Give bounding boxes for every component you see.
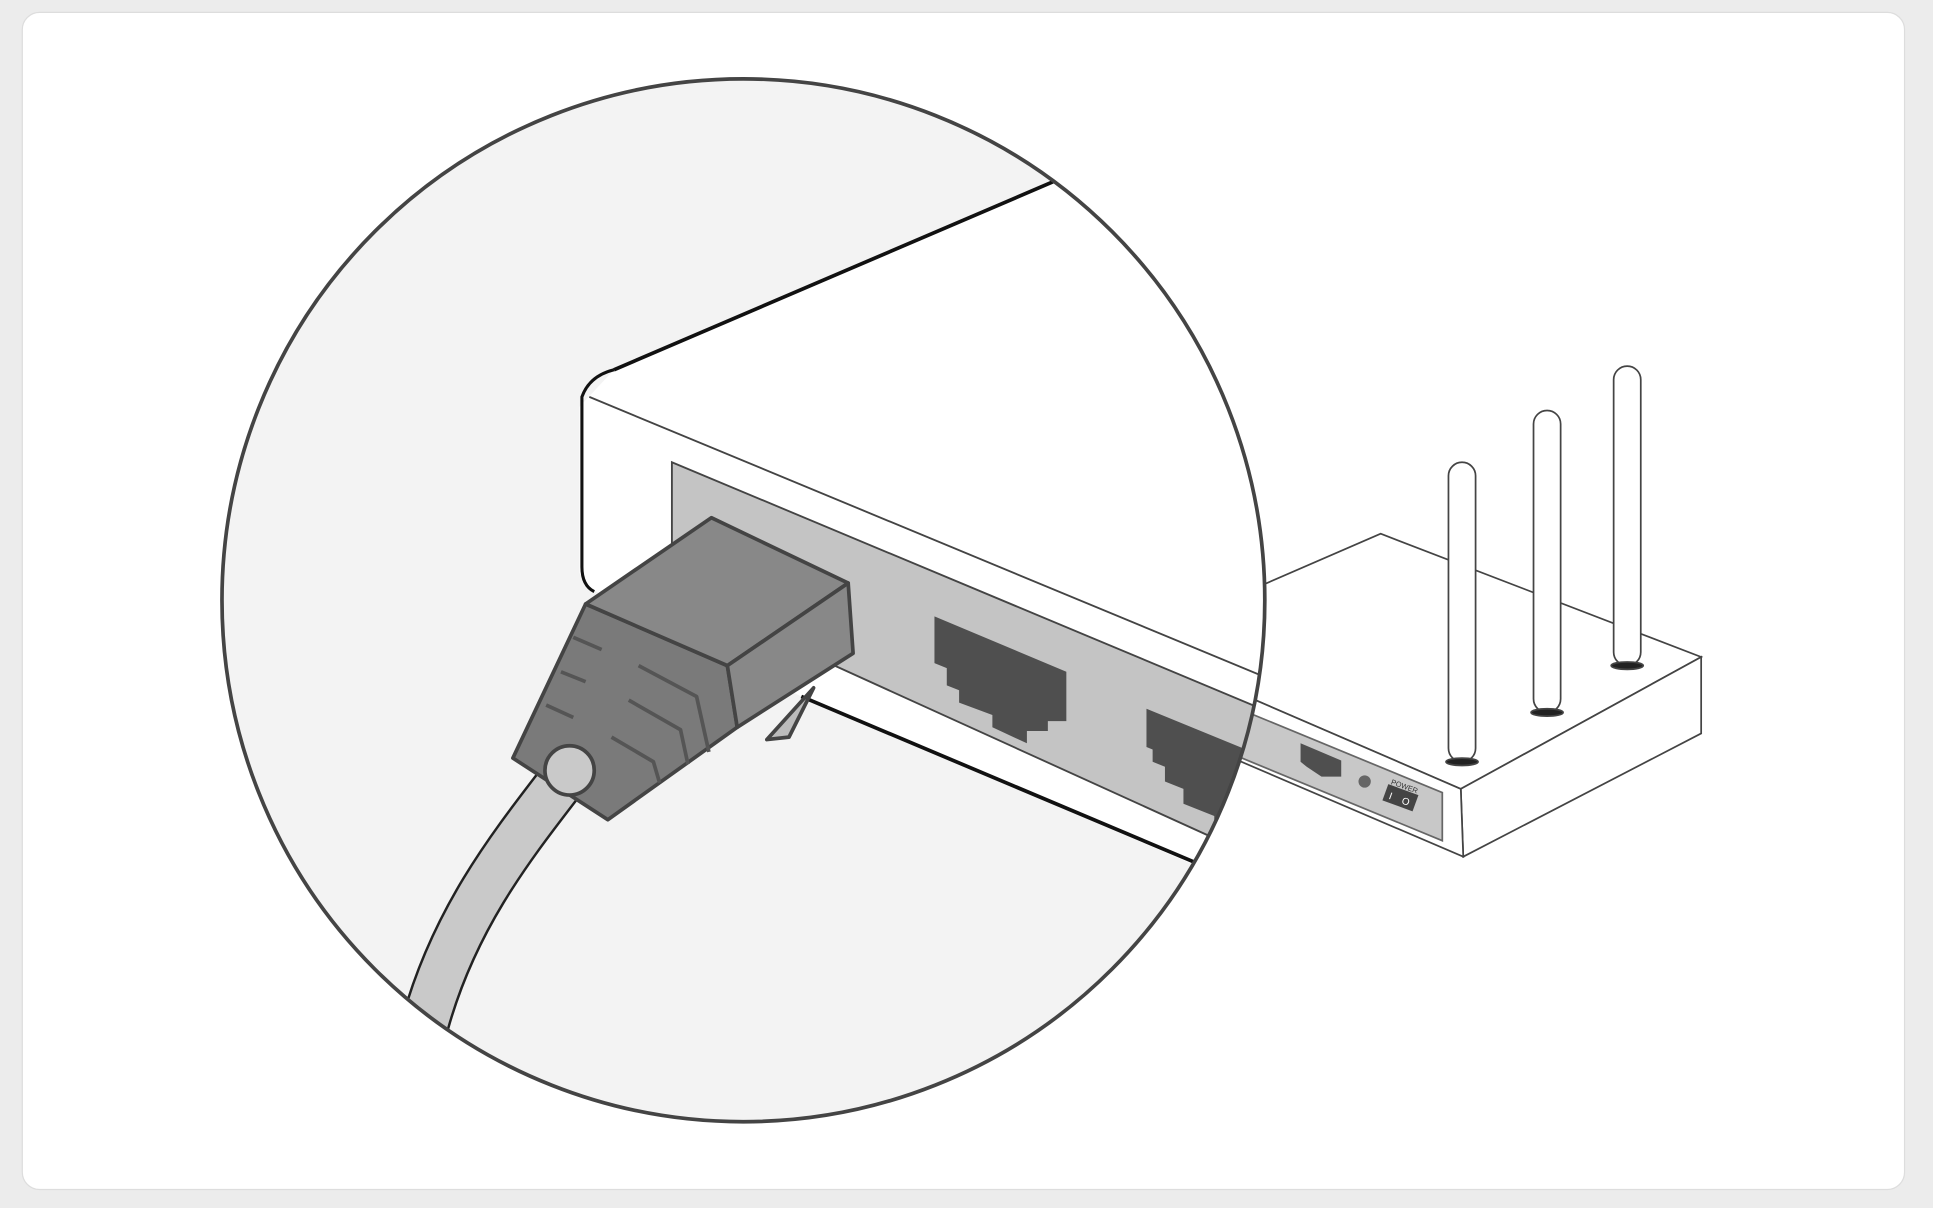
magnified-view xyxy=(220,77,1267,1124)
lan-port xyxy=(1300,743,1342,777)
reset-button xyxy=(1358,775,1371,788)
antenna xyxy=(1530,409,1564,718)
router-overview: POWER I O xyxy=(1231,365,1704,859)
svg-text:O: O xyxy=(1400,796,1411,809)
ethernet-port xyxy=(934,616,1067,744)
svg-text:I: I xyxy=(1387,791,1393,802)
rj45-plug xyxy=(511,515,855,822)
antenna xyxy=(1610,365,1645,671)
antenna xyxy=(1445,461,1479,767)
power-switch: I O xyxy=(1382,784,1419,812)
